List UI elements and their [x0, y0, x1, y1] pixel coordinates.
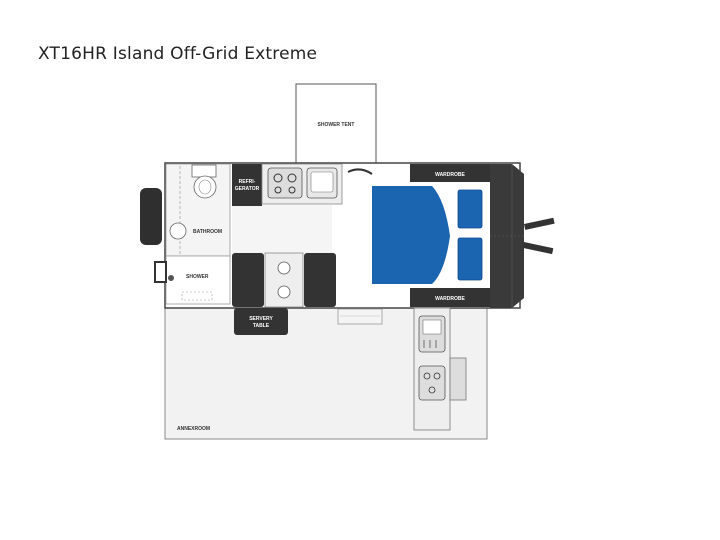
shower-tent: SHOWER TENT [295, 83, 377, 165]
toilet-cistern [191, 164, 217, 178]
bathroom: BATHROOM [165, 163, 231, 257]
drawbar-top [523, 217, 555, 230]
side-hatch [154, 261, 167, 283]
shower-head-icon [168, 275, 174, 281]
cooktop-icon [267, 167, 303, 199]
wardrobe-top-label: WARDROBE [435, 172, 465, 178]
servery-label-1: SERVERY [249, 316, 273, 322]
servery-table: SERVERY TABLE [234, 308, 288, 335]
center-floor [232, 205, 332, 253]
entry-step [337, 308, 383, 325]
outdoor-cooktop-icon [418, 365, 446, 401]
wardrobe-bottom-label: WARDROBE [435, 296, 465, 302]
refrigerator-label-2: GERATOR [235, 186, 260, 192]
shower-drain [181, 291, 213, 301]
wardrobe-bottom [410, 288, 490, 307]
pillow-top [457, 189, 483, 229]
pillow-bottom [457, 237, 483, 281]
outdoor-kitchen [413, 307, 467, 431]
shower-label: SHOWER [186, 274, 209, 280]
dinette-seat-left [232, 253, 264, 307]
shower-tent-label: SHOWER TENT [318, 122, 355, 128]
basin-icon [169, 222, 187, 240]
outdoor-fridge [449, 357, 467, 401]
bedroom: WARDROBE WARDROBE [372, 164, 490, 307]
annexroom-label: ANNEXROOM [177, 426, 210, 432]
entry-door [347, 168, 373, 175]
drawbar-bottom [522, 241, 554, 255]
wardrobe-top [410, 164, 490, 182]
floorplan-title: XT16HR Island Off-Grid Extreme [38, 44, 318, 64]
bathroom-label: BATHROOM [193, 229, 222, 235]
dinette [232, 252, 336, 308]
front-storage [490, 164, 555, 308]
kitchen-bench [261, 163, 343, 205]
shower: SHOWER [165, 255, 231, 305]
dinette-seat-right [304, 253, 336, 307]
refrigerator: REFRI- GERATOR [232, 164, 262, 206]
spare-wheel [140, 188, 162, 245]
washing-machine [264, 252, 304, 308]
refrigerator-label-1: REFRI- [239, 179, 256, 185]
servery-label-2: TABLE [253, 323, 270, 329]
island-bed [372, 186, 450, 284]
